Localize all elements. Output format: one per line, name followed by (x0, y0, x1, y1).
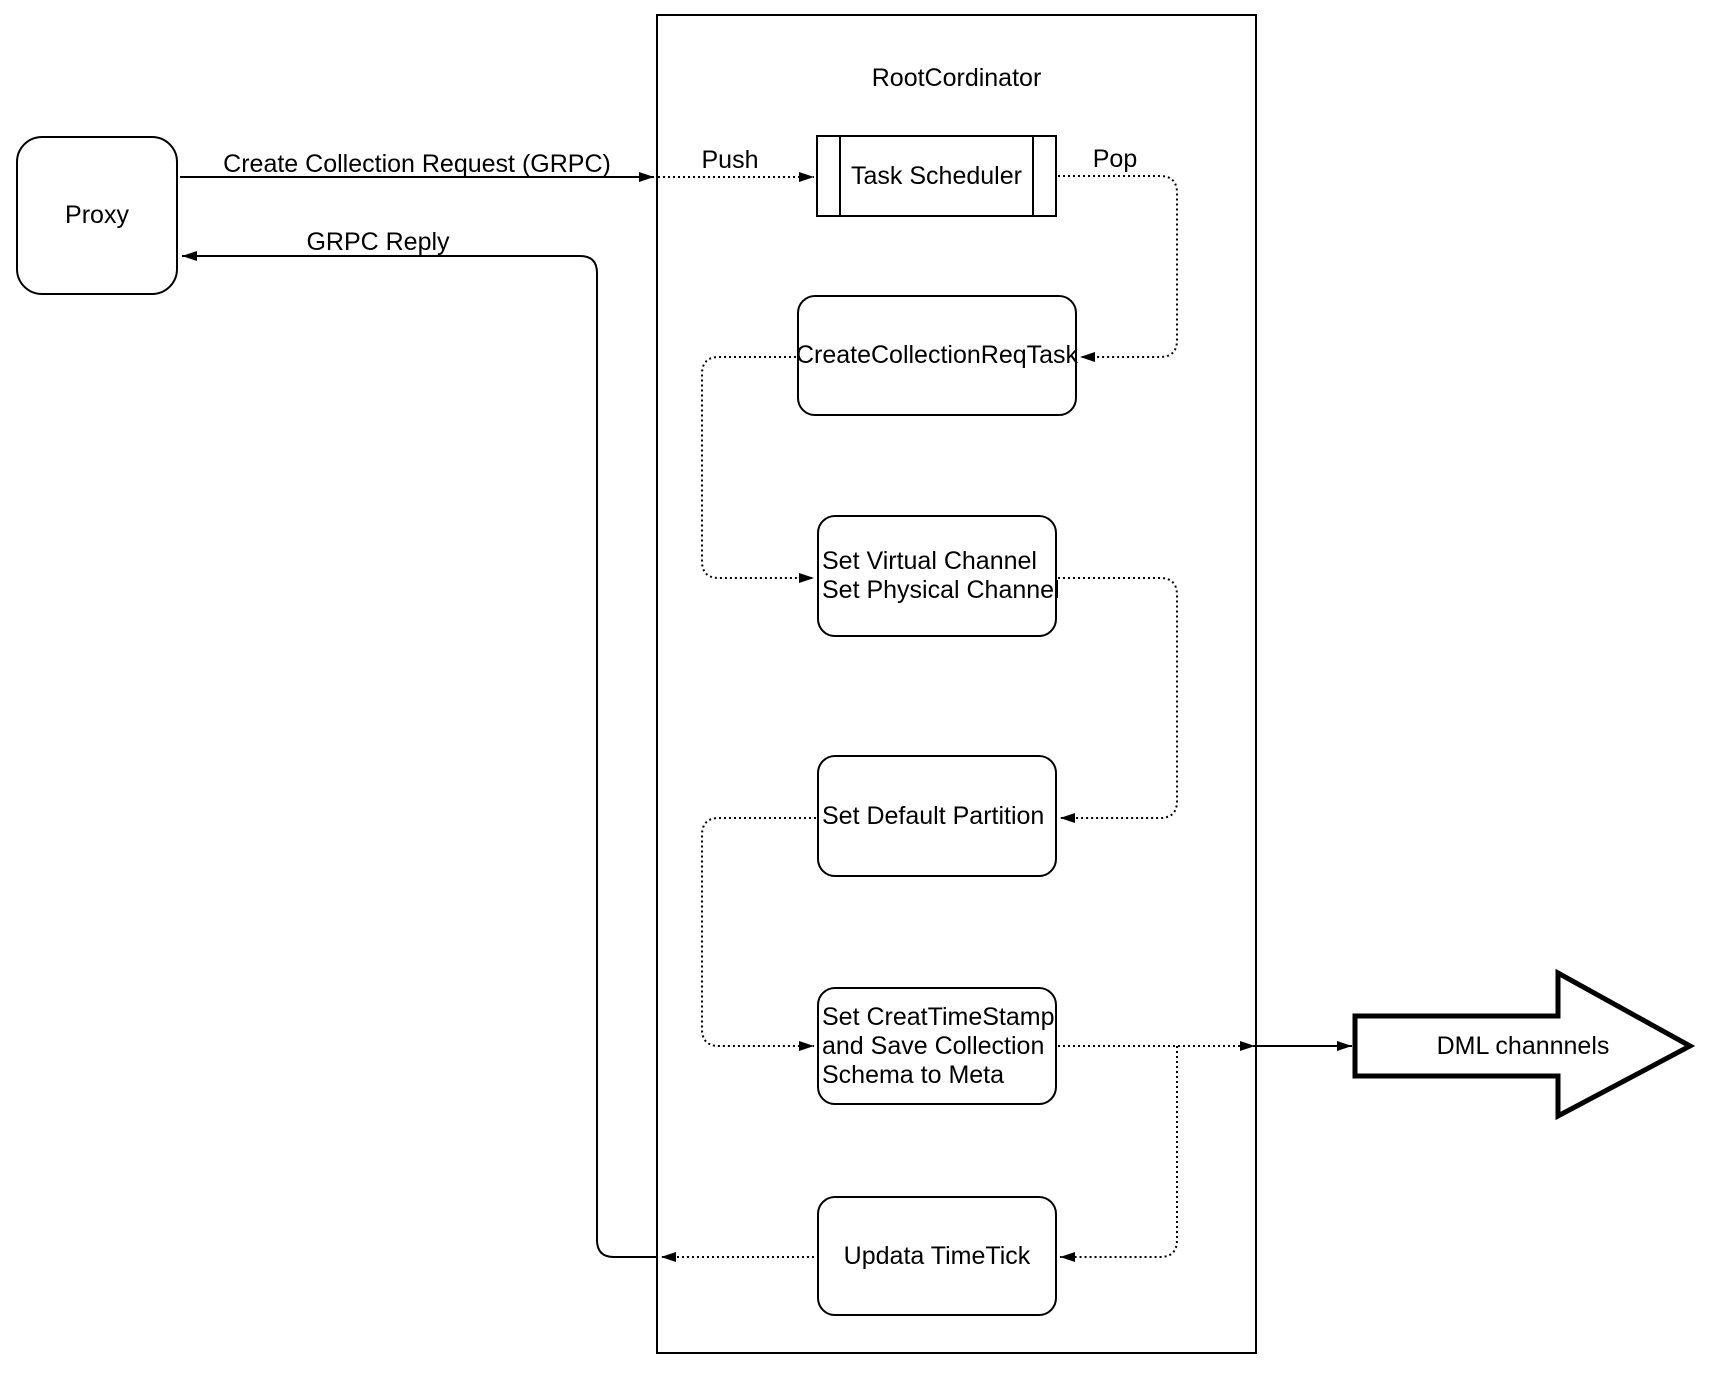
edge-label-push: Push (701, 146, 759, 174)
root-coordinator-title: RootCordinator (871, 64, 1042, 92)
create-collection-req-task-label: CreateCollectionReqTask (795, 341, 1079, 369)
edge-reqtask-to-channel-line (701, 356, 814, 583)
edge-label-grpc-reply: GRPC Reply (306, 228, 450, 256)
set-virtual-channel-node: Set Virtual Channel Set Physical Channel (817, 515, 1060, 637)
edge-grpc-reply-line (182, 251, 656, 1258)
set-virtual-channel-line1: Set Virtual Channel (822, 547, 1037, 575)
edge-pop-line (1058, 175, 1178, 362)
task-scheduler-label: Task Scheduler (851, 161, 1022, 190)
edge-label-pop: Pop (1092, 145, 1138, 173)
set-virtual-channel-line2: Set Physical Channel (822, 576, 1060, 604)
edge-timestamp-to-timetick-line (1060, 1046, 1178, 1262)
updata-timetick-label: Updata TimeTick (843, 1241, 1031, 1270)
dml-channels-label: DML channnels (1436, 1031, 1610, 1060)
set-default-partition-label: Set Default Partition (822, 801, 1045, 830)
edge-channel-to-partition-line (1058, 577, 1178, 823)
dml-channels-arrow-shape (1352, 968, 1696, 1121)
edge-partition-to-timestamp-line (701, 817, 816, 1051)
create-collection-req-task-node: CreateCollectionReqTask (795, 295, 1079, 416)
proxy-label: Proxy (65, 201, 129, 229)
set-creat-timestamp-line3: Schema to Meta (822, 1060, 1005, 1089)
set-creat-timestamp-line2: and Save Collection (822, 1031, 1045, 1060)
edge-label-create-collection-request: Create Collection Request (GRPC) (223, 150, 611, 178)
updata-timetick-node: Updata TimeTick (817, 1196, 1057, 1316)
set-creat-timestamp-node: Set CreatTimeStamp and Save Collection S… (817, 987, 1057, 1105)
set-default-partition-node: Set Default Partition (817, 755, 1057, 877)
proxy-node: Proxy (16, 136, 178, 295)
root-coordinator-container: RootCordinator (656, 14, 1257, 1354)
task-scheduler-right-bar (1032, 135, 1034, 217)
task-scheduler-left-bar (839, 135, 841, 217)
task-scheduler-node: Task Scheduler (816, 135, 1057, 217)
set-creat-timestamp-line1: Set CreatTimeStamp (822, 1002, 1055, 1031)
